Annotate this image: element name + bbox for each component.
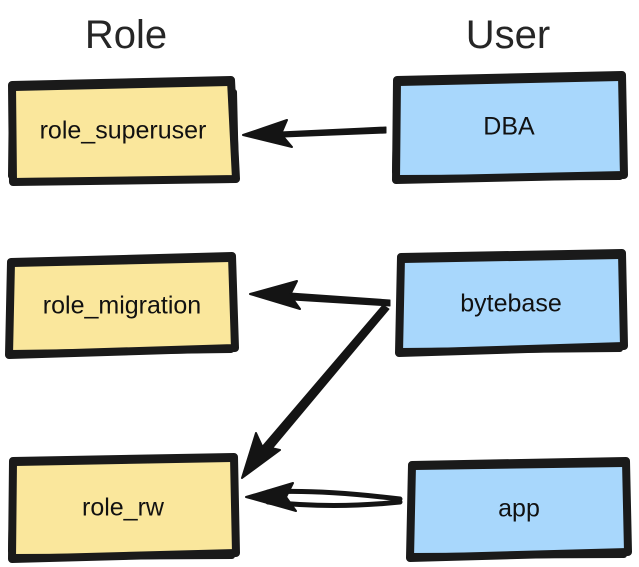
column-header-role: Role <box>85 13 167 57</box>
node-app[interactable]: app <box>406 457 632 562</box>
edge-bytebase-to-role-rw <box>241 304 390 479</box>
dba-label: DBA <box>483 113 535 141</box>
node-role-superuser[interactable]: role_superuser <box>8 76 240 186</box>
role-superuser-label: role_superuser <box>40 117 207 145</box>
bytebase-label: bytebase <box>460 290 561 318</box>
edge-bytebase-to-role-migration <box>249 280 391 310</box>
edge-app-arrowhead <box>245 482 297 512</box>
edge-bytebase-rw-shaft <box>253 304 390 463</box>
node-dba[interactable]: DBA <box>392 71 628 184</box>
node-role-rw[interactable]: role_rw <box>8 453 240 563</box>
role-migration-label: role_migration <box>43 292 201 320</box>
edge-dba-arrowhead <box>242 119 293 148</box>
edge-bytebase-migration-arrowhead <box>249 280 301 310</box>
edge-app-to-role-rw <box>245 482 403 512</box>
role-superuser-box-edge-accent <box>8 80 239 184</box>
node-bytebase[interactable]: bytebase <box>395 249 628 357</box>
role-rw-box-edge-accent <box>8 456 238 560</box>
edge-dba-to-role-superuser <box>242 119 387 148</box>
app-box-edge-accent <box>407 461 630 559</box>
app-label: app <box>498 495 540 523</box>
role-rw-label: role_rw <box>82 494 165 522</box>
bytebase-box-edge-accent <box>396 253 626 354</box>
role-migration-box-edge-accent <box>6 256 237 356</box>
dba-box-edge-accent <box>392 75 626 181</box>
edge-bytebase-rw-arrowhead <box>241 432 281 479</box>
column-header-user: User <box>466 13 550 57</box>
node-role-migration[interactable]: role_migration <box>5 252 239 359</box>
